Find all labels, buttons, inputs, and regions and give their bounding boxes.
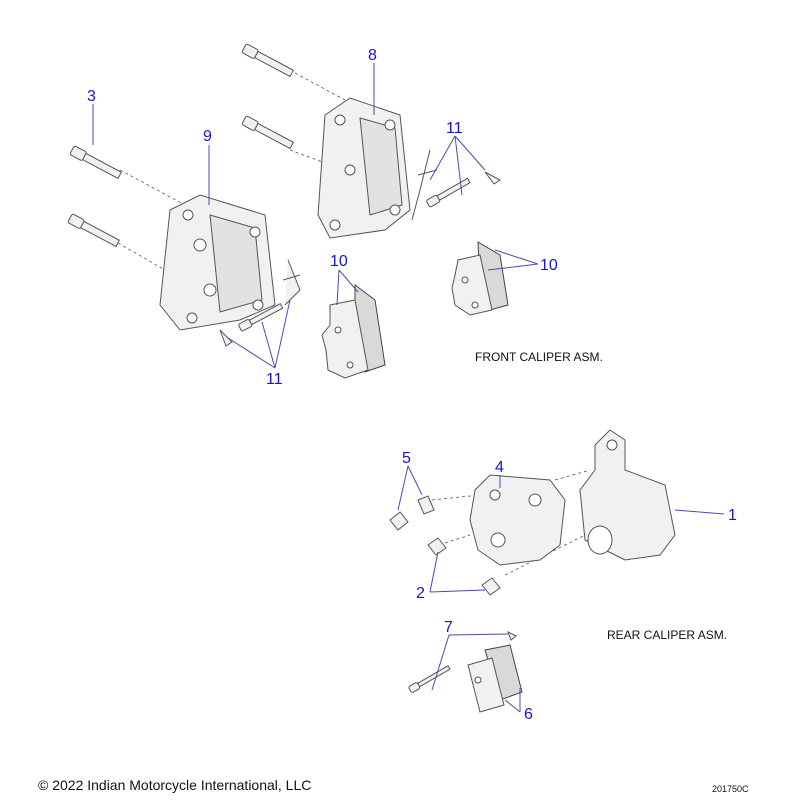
rear-caliper-part-4	[469, 474, 566, 566]
callout-11-top: 11	[446, 120, 463, 137]
callout-9: 9	[203, 128, 212, 145]
callout-10-right: 10	[540, 257, 558, 274]
bolt-part-8	[241, 43, 294, 150]
callout-6: 6	[524, 706, 533, 723]
front-caliper-right-part	[317, 97, 411, 239]
callout-1: 1	[728, 507, 737, 524]
front-caliper-left-part	[159, 194, 276, 331]
callout-4: 4	[495, 459, 504, 476]
callouts: 3 9 8 11 10 10 11 5 4 1 2 7 6 FRONT CALI…	[87, 47, 737, 723]
rear-pads-part-6	[467, 644, 523, 713]
leader-lines	[92, 63, 725, 713]
callout-8: 8	[368, 47, 377, 64]
bleeder-part-5	[389, 495, 435, 531]
callout-3: 3	[87, 88, 96, 105]
figure-id: 201750C	[712, 784, 749, 794]
callout-11-bottom: 11	[266, 371, 283, 388]
callout-7: 7	[444, 619, 453, 636]
bolt-part-2	[427, 537, 501, 596]
callout-10-left: 10	[330, 253, 348, 270]
pin-clip-part-11	[219, 149, 501, 347]
brake-pads-part-10-left	[321, 284, 386, 379]
brake-pads-part-10-right	[451, 241, 509, 316]
bolt-part-3	[67, 145, 122, 248]
callout-2: 2	[416, 585, 425, 602]
bracket-part-1	[579, 429, 676, 561]
copyright-text: © 2022 Indian Motorcycle International, …	[38, 777, 312, 793]
rear-caliper-assembly-label: REAR CALIPER ASM.	[607, 628, 727, 642]
front-caliper-assembly-label: FRONT CALIPER ASM.	[475, 350, 603, 364]
pin-part-7	[408, 630, 517, 693]
callout-5: 5	[402, 450, 411, 467]
